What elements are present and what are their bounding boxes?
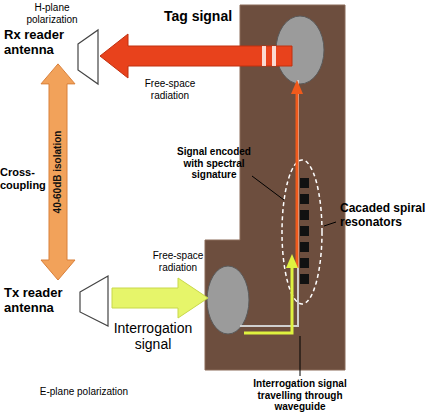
annotation: H-plane polarization bbox=[14, 2, 90, 25]
arrow-head bbox=[286, 254, 298, 268]
tag-signal-path bbox=[296, 92, 299, 268]
tx-horn-antenna bbox=[80, 276, 108, 326]
leader-line bbox=[324, 222, 336, 226]
antenna-label-box: Rx reader antenna bbox=[2, 26, 76, 60]
tag-signal-arrow bbox=[100, 34, 292, 78]
antenna-label-box: Tx reader antenna bbox=[2, 284, 78, 318]
annotation: Tag signal bbox=[150, 8, 246, 24]
spiral-resonators bbox=[300, 178, 309, 284]
spiral-resonator bbox=[300, 258, 309, 268]
arrow-head bbox=[291, 80, 303, 94]
rx-horn-antenna bbox=[78, 30, 98, 84]
tag-antenna-tx bbox=[207, 266, 249, 334]
annotation: Cacaded spiral resonators bbox=[340, 202, 438, 230]
spiral-resonator bbox=[300, 194, 309, 204]
interrogation-arrow bbox=[112, 278, 208, 318]
leader-line bbox=[252, 176, 284, 200]
antenna-name: Rx reader antenna bbox=[4, 28, 74, 58]
annotation: Free-space radiation bbox=[146, 250, 210, 273]
annotation: E-plane polarization bbox=[36, 386, 132, 398]
coupling-arrow bbox=[41, 64, 75, 280]
resonator-group-outline bbox=[282, 160, 322, 304]
spiral-resonator bbox=[300, 226, 309, 236]
annotation: Interrogation signal travelling through … bbox=[238, 378, 362, 413]
spiral-resonator bbox=[300, 178, 309, 188]
spiral-resonator bbox=[300, 210, 309, 220]
annotation: Interrogation signal bbox=[98, 320, 208, 352]
annotation: Signal encoded with spectral signature bbox=[168, 146, 260, 181]
arrow-stripe bbox=[272, 46, 276, 66]
antenna-name: Tx reader antenna bbox=[4, 286, 76, 316]
spiral-resonator bbox=[300, 242, 309, 252]
arrow-stripe bbox=[262, 46, 266, 66]
edge-label: 40-60dB isolation bbox=[53, 131, 63, 214]
annotation: Cross-coupling bbox=[0, 166, 52, 191]
spiral-resonator bbox=[300, 274, 309, 284]
interrogation-path bbox=[244, 268, 292, 333]
leader-line bbox=[300, 336, 301, 376]
annotation: Free-space radiation bbox=[138, 78, 202, 101]
